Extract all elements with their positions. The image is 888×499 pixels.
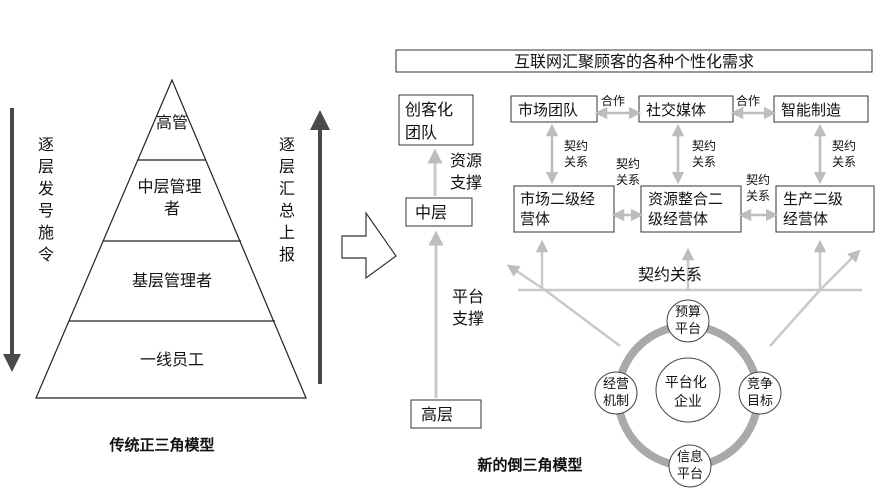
production-unit-text: 生产二级 经营体 [783, 190, 848, 228]
contract-relation-big: 契约关系 [638, 265, 702, 284]
contract-label-resource: 契约关系 [692, 138, 716, 169]
contract-fan-diag-right [769, 289, 821, 347]
platform-support-line2: 支撑 [452, 309, 484, 328]
downLabel-char: 施 [38, 223, 54, 242]
downLabel-char: 发 [38, 179, 54, 198]
down-arrow-label: 逐层发号施令 [38, 135, 54, 264]
upLabel-char: 报 [279, 245, 295, 264]
middle-layer-box [405, 197, 473, 227]
downLabel-char: 号 [38, 201, 54, 220]
demand-banner [395, 49, 873, 73]
upLabel-char: 层 [279, 157, 295, 176]
platform-support-line1: 平台 [452, 287, 484, 306]
center-node-text: 平台化 企业 [665, 375, 711, 410]
production-unit-line2: 经营体 [783, 210, 828, 228]
up-arrow-label: 逐层汇总上报 [279, 135, 295, 264]
ring-node-right-text: 竞争目标 [747, 376, 773, 409]
platform-support-text: 平台 支撑 [452, 287, 489, 328]
ring-node-bottom [668, 444, 712, 488]
contract-fan-right [819, 249, 861, 291]
ring-node-left-text: 经营机制 [603, 377, 629, 409]
resource-unit-text: 资源整合二 级经营体 [648, 190, 728, 228]
ring-node-left [594, 371, 638, 415]
upLabel-char: 上 [279, 223, 295, 242]
contract-fan-diag-left [544, 288, 621, 348]
ring-node-top [666, 299, 710, 343]
contract-label-market: 契约关系 [564, 138, 588, 169]
left-caption: 传统正三角模型 [108, 436, 214, 454]
pyramid-outline [35, 78, 307, 399]
resource-unit-box [640, 185, 742, 233]
production-unit-line1: 生产二级 [783, 190, 843, 208]
upLabel-char: 汇 [279, 179, 295, 198]
downLabel-char: 令 [38, 245, 54, 264]
social-media-box [638, 95, 734, 123]
top-management-text: 高层 [421, 405, 453, 424]
market-team-box [510, 95, 598, 123]
resource-unit-line1: 资源整合二 [648, 190, 723, 208]
ring-node-bottom-text: 信息平台 [677, 449, 703, 482]
cooperation-label-1: 合作 [601, 93, 625, 108]
resource-support-text: 资源 支撑 [450, 151, 487, 192]
center-node-line1: 平台化 [665, 375, 707, 391]
resource-unit-line2: 级经营体 [648, 210, 708, 228]
market-unit-line2: 营体 [520, 210, 550, 228]
contract-label-h2: 契约关系 [746, 172, 770, 203]
level-middle-managers: 中层管理 者 [137, 177, 206, 218]
maker-team-text: 创客化 团队 [405, 100, 458, 142]
maker-team-line1: 创客化 [405, 100, 453, 119]
market-unit-line1: 市场二级经 [520, 190, 595, 208]
transition-arrow [341, 211, 397, 280]
traditional-pyramid: 高管 中层管理 者 基层管理者 一线员工 逐层发号施令 逐层汇总上报 传统正三角… [3, 78, 330, 454]
level-frontline-staff: 一线员工 [140, 350, 204, 369]
upLabel-char: 逐 [279, 135, 295, 154]
top-management-box [410, 399, 482, 429]
social-media-text: 社交媒体 [646, 101, 706, 119]
market-unit-box [513, 185, 615, 233]
resource-support-line1: 资源 [450, 151, 482, 170]
maker-team-box [398, 94, 474, 146]
down-arrow-head [3, 354, 21, 372]
center-node-circle [655, 357, 721, 423]
middle-layer-text: 中层 [415, 203, 447, 222]
ring-node-top-text: 预算平台 [675, 305, 701, 337]
market-team-text: 市场团队 [518, 101, 578, 119]
upLabel-char: 总 [279, 201, 295, 220]
cooperation-label-2: 合作 [736, 93, 760, 108]
smart-manufacturing-box [773, 95, 869, 123]
inverted-triangle-model: 互联网汇聚顾客的各种个性化需求 创客化 团队 资源 支撑 中层 平台 支撑 高层… [395, 49, 875, 488]
right-caption: 新的倒三角模型 [477, 456, 582, 474]
maker-team-line2: 团队 [405, 123, 437, 142]
downLabel-char: 逐 [38, 135, 54, 154]
level-executive: 高管 [156, 113, 188, 132]
contract-label-h1: 契约关系 [616, 156, 640, 187]
contract-label-production: 契约关系 [832, 138, 856, 169]
level-frontline-managers: 基层管理者 [132, 271, 212, 290]
level-middle-managers-line2: 者 [164, 199, 180, 218]
downLabel-char: 层 [38, 157, 54, 176]
up-arrow-head [310, 110, 330, 130]
level-middle-managers-line1: 中层管理 [137, 177, 201, 196]
resource-support-line2: 支撑 [450, 173, 482, 192]
smart-manufacturing-text: 智能制造 [781, 101, 841, 119]
center-node-line2: 企业 [674, 393, 702, 410]
ring-node-right [738, 371, 782, 415]
market-unit-text: 市场二级经 营体 [520, 190, 600, 228]
demand-banner-text: 互联网汇聚顾客的各种个性化需求 [514, 52, 754, 71]
contract-fan-left [506, 264, 546, 292]
